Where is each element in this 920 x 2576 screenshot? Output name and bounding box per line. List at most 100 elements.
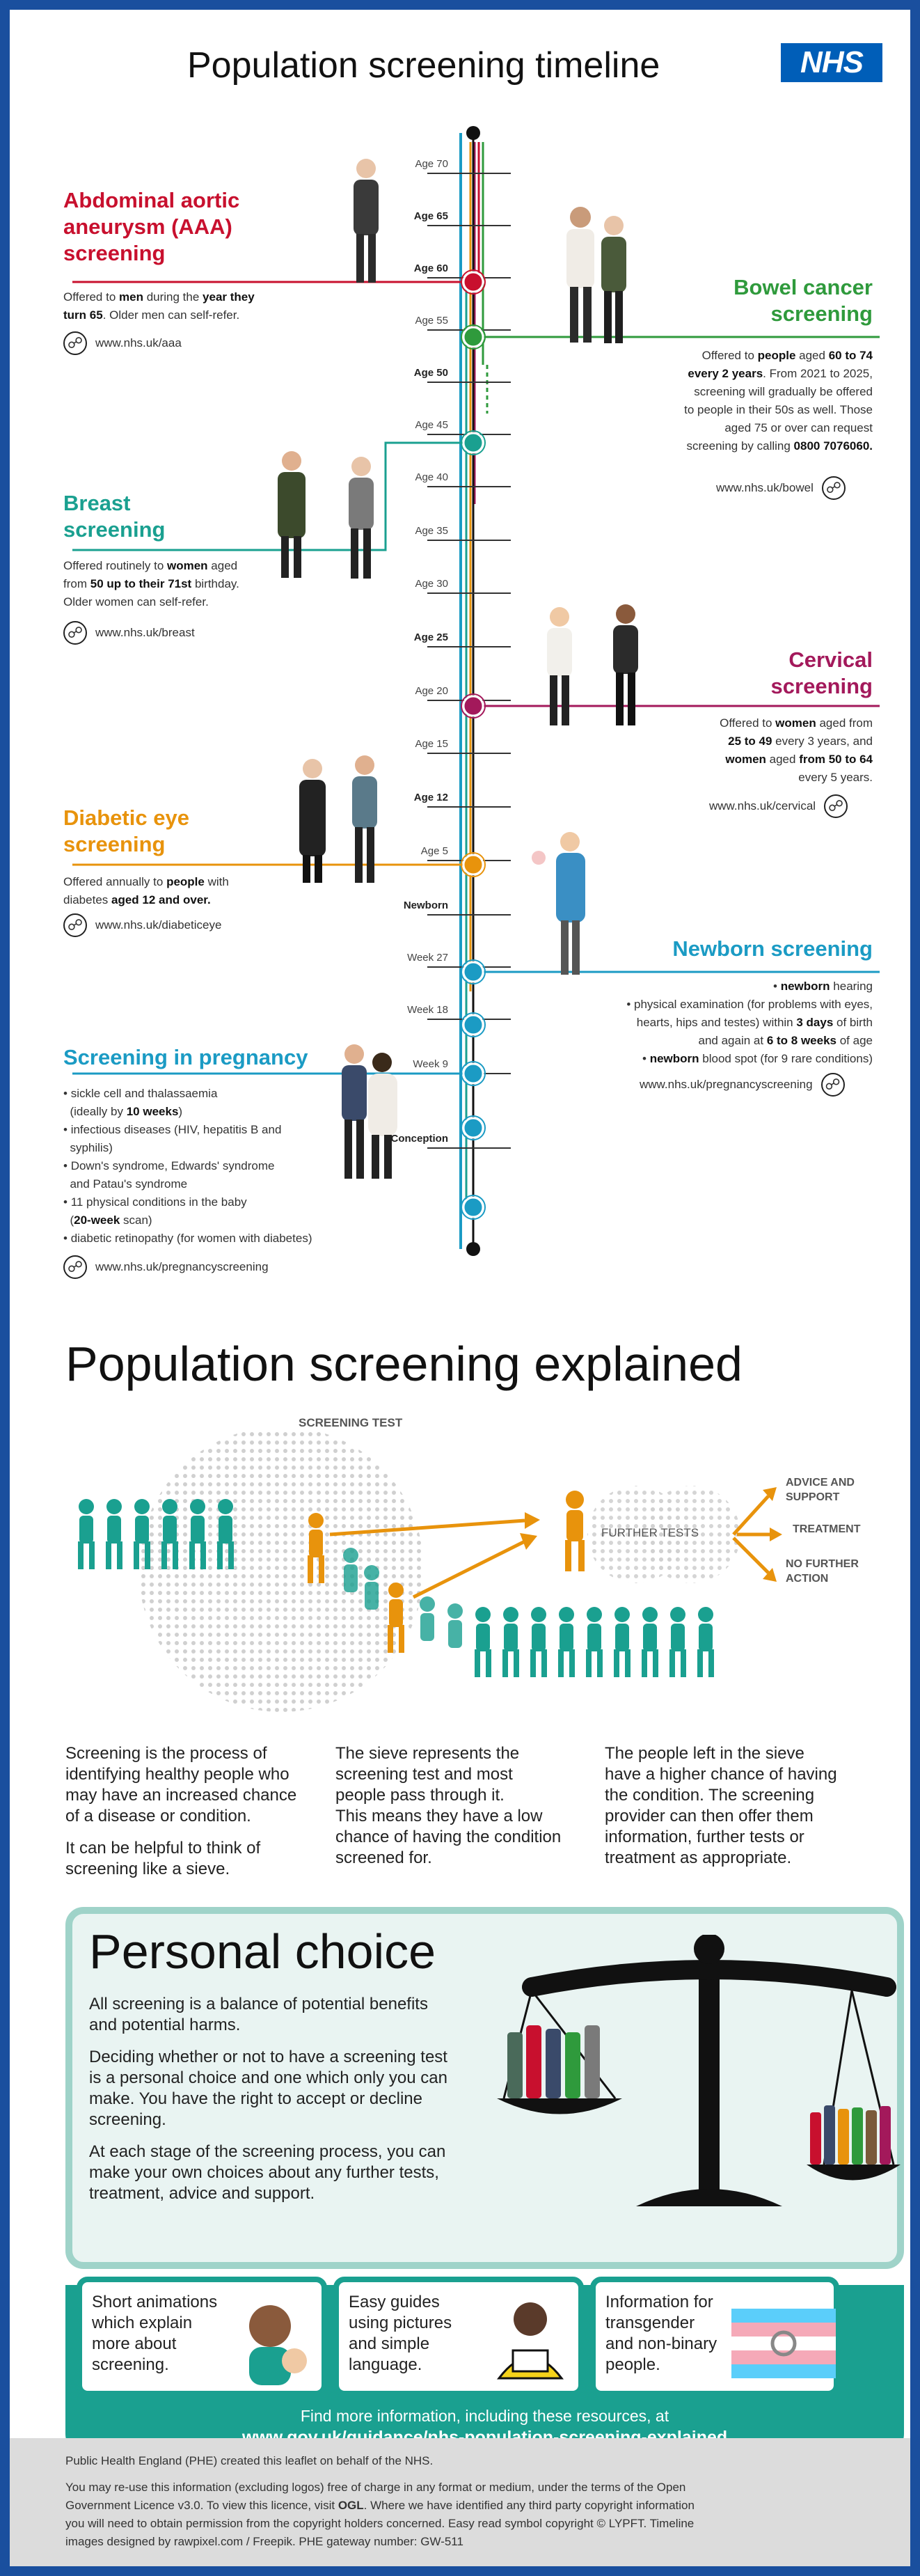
- choice-paragraph: All screening is a balance of potential …: [89, 1995, 428, 2034]
- personal-choice-title: Personal choice: [89, 1924, 436, 1979]
- cervical-text: Offered to women aged from 25 to 49 ever…: [720, 716, 873, 784]
- bowel-section: Bowel cancer screening: [657, 274, 873, 327]
- pregnancy-people-illustration: [342, 1044, 397, 1179]
- text-line: which explain: [92, 2314, 193, 2332]
- age-label: Conception: [390, 1133, 449, 1145]
- text-line: transgender: [605, 2314, 695, 2332]
- text-line: chance of having the condition: [335, 1828, 562, 1846]
- bowel-people-illustration: [566, 207, 626, 343]
- text-line: more about: [92, 2334, 177, 2353]
- text-line: treatment as appropriate.: [605, 1848, 792, 1867]
- scales-illustration: [497, 1935, 901, 2206]
- globe-icon: ☍: [63, 913, 87, 937]
- breast-weblink[interactable]: ☍www.nhs.uk/breast: [63, 621, 195, 645]
- people-on-scale-right: [810, 2105, 891, 2165]
- text-line: people.: [605, 2355, 660, 2374]
- age-label: Age 55: [415, 315, 448, 327]
- age-label: Age 45: [415, 419, 448, 431]
- choice-paragraph: At each stage of the screening process, …: [89, 2142, 446, 2203]
- animation-person-icon: [249, 2305, 307, 2385]
- age-label: Age 65: [413, 210, 448, 222]
- age-label: Age 60: [413, 262, 448, 274]
- cervical-weblink[interactable]: www.nhs.uk/cervical☍: [709, 794, 848, 818]
- age-label: Week 9: [413, 1058, 448, 1070]
- diabetic-title-line1: Diabetic eye: [63, 806, 189, 830]
- globe-icon: ☍: [821, 476, 846, 500]
- age-label: Age 5: [420, 845, 448, 857]
- crowd-falling: [343, 1548, 463, 1648]
- page-title: Population screening timeline: [187, 45, 660, 86]
- aaa-section: Abdominal aortic aneurysm (AAA) screenin…: [63, 187, 239, 267]
- aaa-text: Offered to men during the year they turn…: [63, 290, 255, 322]
- text-line: language.: [349, 2355, 422, 2374]
- text-line: identifying healthy people who: [65, 1765, 290, 1784]
- text-line: of a disease or condition.: [65, 1807, 251, 1825]
- age-label: Age 20: [415, 685, 448, 697]
- pregnancy-title: Screening in pregnancy: [63, 1045, 308, 1069]
- globe-icon: ☍: [63, 1255, 87, 1279]
- cervical-title-line1: Cervical: [788, 647, 873, 672]
- text-line: using pictures: [349, 2314, 452, 2332]
- breast-title-line1: Breast: [63, 491, 131, 515]
- orange-person-2: [388, 1582, 404, 1653]
- text-line: screening test and most: [335, 1765, 513, 1784]
- newborn-title: Newborn screening: [672, 936, 873, 961]
- aaa-title-line3: screening: [63, 241, 166, 265]
- easy-read-icon: [496, 2302, 564, 2380]
- bowel-title-line1: Bowel cancer: [733, 275, 873, 299]
- orange-person-further: [565, 1491, 585, 1571]
- diabetic-weblink[interactable]: ☍www.nhs.uk/diabeticeye: [63, 913, 221, 937]
- outcome-treatment: TREATMENT: [793, 1523, 861, 1535]
- sieve-paragraph-1: Screening is the process of identifying h…: [65, 1743, 316, 1880]
- orange-person-1: [308, 1513, 324, 1583]
- sieve-diagram: [78, 1430, 782, 1712]
- text-line: screening like a sieve.: [65, 1860, 230, 1878]
- bowel-weblink[interactable]: www.nhs.uk/bowel☍: [716, 476, 846, 500]
- choice-paragraph: Deciding whether or not to have a screen…: [89, 2048, 447, 2129]
- diabetic-section: Diabetic eye screening: [63, 805, 189, 858]
- newborn-item: • physical examination (for problems wit…: [626, 998, 873, 1011]
- pregnancy-weblink[interactable]: ☍www.nhs.uk/pregnancyscreening: [63, 1255, 269, 1279]
- aaa-weblink[interactable]: ☍www.nhs.uk/aaa: [63, 331, 182, 355]
- age-label: Age 12: [413, 792, 448, 803]
- newborn-people-illustration: [532, 832, 585, 975]
- newborn-item: • newborn hearing: [773, 980, 873, 993]
- explained-title: Population screening explained: [65, 1337, 743, 1391]
- timeline-nodes: [461, 269, 486, 1220]
- age-label: Week 18: [407, 1004, 448, 1016]
- age-label: Age 30: [415, 578, 448, 590]
- text-line: Screening is the process of: [65, 1744, 267, 1763]
- text-line: The people left in the sieve: [605, 1744, 804, 1763]
- cervical-people-illustration: [547, 604, 638, 725]
- footer: Public Health England (PHE) created this…: [10, 2438, 910, 2566]
- newborn-weblink[interactable]: www.nhs.uk/pregnancyscreening☍: [640, 1073, 845, 1097]
- text-line: screened for.: [335, 1848, 432, 1867]
- text-line: the condition. The screening: [605, 1786, 815, 1805]
- text-line: people pass through it.: [335, 1786, 505, 1805]
- text-line: screening.: [92, 2355, 169, 2374]
- text-line: provider can then offer them: [605, 1807, 814, 1825]
- aaa-title-line2: aneurysm (AAA): [63, 214, 232, 239]
- age-label: Age 40: [415, 471, 448, 483]
- text-line: The sieve represents the: [335, 1744, 520, 1763]
- personal-choice-text: All screening is a balance of potential …: [89, 1994, 521, 2215]
- newborn-item: hearts, hips and testes) within 3 days o…: [636, 1016, 873, 1029]
- breast-title-line2: screening: [63, 517, 166, 542]
- people-on-scale-left: [507, 2025, 600, 2098]
- newborn-item: and again at 6 to 8 weeks of age: [698, 1034, 873, 1047]
- cervical-title-line2: screening: [770, 674, 873, 698]
- text-line: and simple: [349, 2334, 430, 2353]
- bowel-text: Offered to people aged 60 to 74 every 2 …: [684, 349, 873, 453]
- globe-icon: ☍: [824, 794, 848, 818]
- pregnancy-list: • sickle cell and thalassaemia (ideally …: [63, 1087, 312, 1245]
- text-line: This means they have a low: [335, 1807, 543, 1825]
- breast-section: Breast screening: [63, 490, 165, 543]
